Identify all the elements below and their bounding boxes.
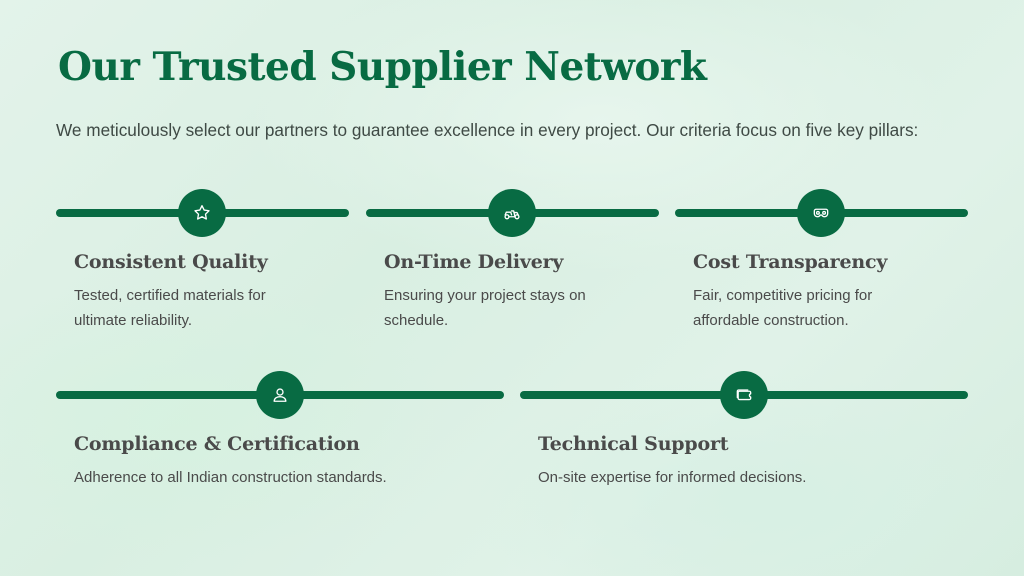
pillar-description: Tested, certified materials for ultimate… [74,287,266,329]
pillar-description: On-site expertise for informed decisions… [538,469,807,486]
pillar-icon-circle [488,189,536,237]
scooter-icon [504,210,520,220]
ticket-icon [736,389,752,401]
pillar-on-time-delivery: On-Time Delivery Ensuring your project s… [366,189,659,339]
pillar-icon-circle [178,189,226,237]
pillar-icon-circle [256,371,304,419]
intro-text: We meticulously select our partners to g… [56,120,919,140]
pillar-title: Compliance & Certification [74,433,360,455]
pillar-description: Ensuring your project stays on schedule. [384,287,586,329]
pillar-cost-transparency: Cost Transparency Fair, competitive pric… [675,189,968,339]
pillar-title: Consistent Quality [74,251,268,273]
pillar-title: On-Time Delivery [384,251,564,273]
pillar-technical-support: Technical Support On-site expertise for … [520,371,968,501]
page-title: Our Trusted Supplier Network [58,44,707,90]
pillar-icon-circle [797,189,845,237]
pillar-consistent-quality: Consistent Quality Tested, certified mat… [56,189,349,339]
pillar-description: Adherence to all Indian construction sta… [74,469,387,486]
user-icon [273,388,287,402]
pillar-title: Technical Support [538,433,729,455]
pillar-title: Cost Transparency [693,251,888,273]
pillar-compliance-certification: Compliance & Certification Adherence to … [56,371,504,501]
pillar-icon-circle [720,371,768,419]
star-icon [194,205,210,220]
pillar-description: Fair, competitive pricing for affordable… [693,287,873,329]
mask-icon [813,208,829,218]
